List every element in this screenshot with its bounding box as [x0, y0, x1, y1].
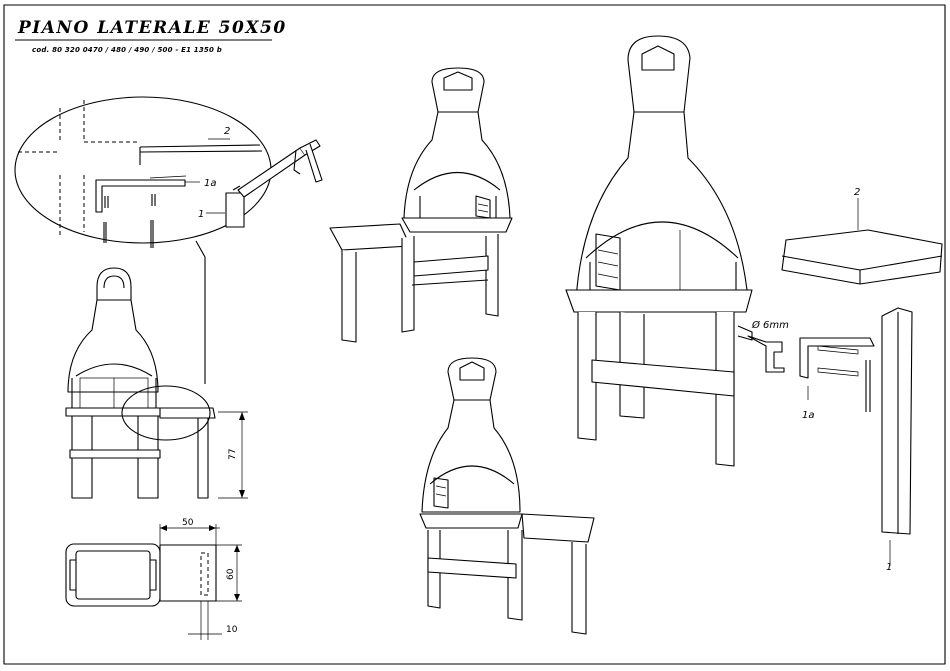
drawing-title: PIANO LATERALE 50X50 — [17, 18, 287, 38]
barbecue-with-shelf-left — [330, 68, 512, 342]
callout-leg: 1 — [886, 562, 892, 573]
dim-offset: 10 — [226, 625, 238, 635]
detail-magnified-view — [15, 97, 322, 248]
drill-bit-icon — [748, 336, 784, 372]
silicone-gun-icon — [233, 140, 322, 197]
product-code: cod. 80 320 0470 / 480 / 490 / 500 - E1 … — [32, 46, 222, 54]
top-panel-exploded — [782, 198, 942, 284]
barbecue-with-shelf-right — [420, 358, 594, 634]
front-elevation — [66, 268, 215, 498]
dim-height: 77 — [228, 449, 238, 460]
callout-top-panel: 2 — [854, 187, 860, 198]
callout-bracket-detail: 1a — [204, 178, 217, 189]
dim-depth: 60 — [226, 568, 236, 580]
callout-drill-size: Ø 6mm — [751, 319, 789, 331]
bracket-1a-exploded — [800, 338, 874, 412]
leg-1-exploded — [882, 308, 912, 566]
detail-leader-line — [196, 241, 205, 384]
callout-top-panel-detail: 2 — [224, 126, 230, 137]
callout-leg-detail: 1 — [198, 209, 204, 220]
plan-view — [66, 524, 242, 640]
dim-width: 50 — [182, 518, 194, 528]
barbecue-large-exploded — [566, 36, 752, 466]
callout-bracket: 1a — [802, 410, 815, 421]
